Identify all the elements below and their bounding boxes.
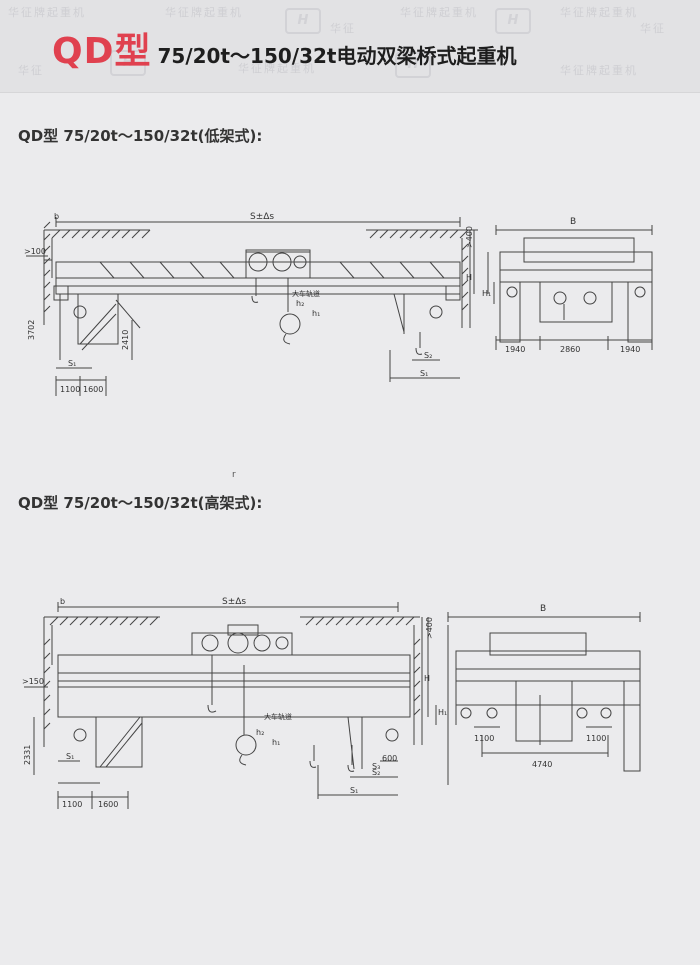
dim-1940-left: 1940 xyxy=(505,345,525,354)
page-title: QD型 75/20t～150/32t电动双梁桥式起重机 xyxy=(52,22,516,74)
watermark-text: 华征 xyxy=(18,64,44,77)
dim-b: b xyxy=(60,597,65,606)
dim-h400: >400 xyxy=(425,617,434,639)
dim-h1: h₁ xyxy=(312,309,320,318)
dim-width: B xyxy=(540,604,546,614)
watermark-text: 华征 xyxy=(640,22,666,35)
header-band: 华征牌起重机 华征牌起重机 华征牌起重机 华征牌起重机 华征牌起重机 华征牌起重… xyxy=(0,0,700,93)
dim-h100: >100 xyxy=(24,247,46,256)
watermark-text: 华征 xyxy=(330,22,356,35)
dim-span: S±Δs xyxy=(222,597,246,607)
watermark-text: 华征牌起重机 xyxy=(560,6,638,19)
dim-1100-side: 1100 xyxy=(474,734,494,743)
dim-s1-right: S₁ xyxy=(350,786,358,795)
section-heading-low: QD型 75/20t～150/32t(低架式): xyxy=(18,127,263,145)
dim-h150: >150 xyxy=(22,677,44,686)
dim-h2410: 2410 xyxy=(121,330,130,350)
dim-1100: 1100 xyxy=(62,800,82,809)
title-rest: 75/20t～150/32t电动双梁桥式起重机 xyxy=(157,44,517,68)
dim-H1: H₁ xyxy=(482,289,491,298)
logo-mark-icon: H xyxy=(495,8,531,34)
watermark-text: 华征牌起重机 xyxy=(400,6,478,19)
dim-b: b xyxy=(54,212,59,221)
dim-H: H xyxy=(466,273,472,282)
dim-h1: h₁ xyxy=(272,738,280,747)
dim-s1: S₁ xyxy=(68,359,76,368)
dim-width: B xyxy=(570,217,576,227)
dim-s2: S₂ xyxy=(372,768,380,777)
dim-h2331: 2331 xyxy=(23,745,32,765)
section-heading-high: QD型 75/20t～150/32t(高架式): xyxy=(18,494,263,512)
rail-label: 大车轨道 xyxy=(292,289,320,298)
logo-mark-icon: H xyxy=(110,50,146,76)
dim-s3: S₃ xyxy=(372,762,380,771)
rail-label: 大车轨道 xyxy=(264,712,292,721)
watermark-text: 华征牌起重机 xyxy=(8,6,86,19)
dim-H: H xyxy=(424,674,430,683)
hatch-left xyxy=(44,229,151,239)
title-prefix: QD型 xyxy=(52,31,152,72)
dim-1100: 1100 xyxy=(60,385,80,394)
dim-H1: H₁ xyxy=(438,708,447,717)
dim-1100-side-right: 1100 xyxy=(586,734,606,743)
hatch-right xyxy=(366,229,470,239)
logo-mark-icon: H xyxy=(285,8,321,34)
dim-s1-right: S₁ xyxy=(420,369,428,378)
dim-s1: S₁ xyxy=(66,752,74,761)
dim-span: S±Δs xyxy=(250,212,274,222)
dim-s2: S₂ xyxy=(424,351,432,360)
high-frame-drawing: S±Δs B b >400 >150 2331 H H₁ h₂ h₁ 大车轨道 … xyxy=(22,597,641,809)
dim-h3702: 3702 xyxy=(27,320,36,340)
watermark-text: 华征牌起重机 xyxy=(238,62,316,75)
stray-mark: r xyxy=(232,470,236,480)
logo-mark-icon: H xyxy=(395,52,431,78)
watermark-text: 华征牌起重机 xyxy=(165,6,243,19)
dim-h2: h₂ xyxy=(296,299,304,308)
dim-1600: 1600 xyxy=(83,385,103,394)
watermark-text: 华征牌起重机 xyxy=(560,64,638,77)
dim-1940-right: 1940 xyxy=(620,345,640,354)
dim-4740: 4740 xyxy=(532,760,552,769)
dim-h400: >400 xyxy=(465,226,474,248)
dim-600: 600 xyxy=(382,754,397,763)
dim-1600: 1600 xyxy=(98,800,118,809)
dim-h2: h₂ xyxy=(256,728,264,737)
low-frame-drawing: S±Δs B b >400 >100 3702 2410 H H₁ h₂ h₁ … xyxy=(24,212,653,396)
watermark-layer: 华征牌起重机 华征牌起重机 华征牌起重机 华征牌起重机 华征牌起重机 华征牌起重… xyxy=(0,0,700,92)
dim-2860: 2860 xyxy=(560,345,580,354)
